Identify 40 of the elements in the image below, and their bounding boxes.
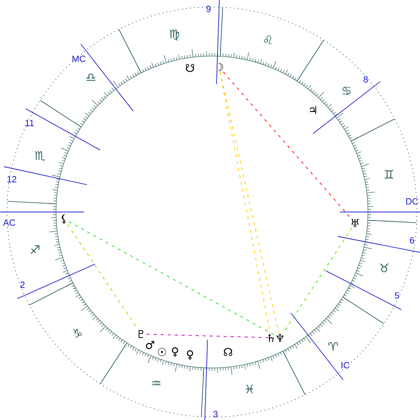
planet-glyph: ⚸ <box>62 214 66 224</box>
planet-glyph: ♅ <box>351 219 359 228</box>
planet-glyph: ☋ <box>186 64 194 72</box>
planet-glyph: ♂ <box>146 340 154 350</box>
zodiac-sign: ♐ <box>30 245 40 254</box>
house-label: 2 <box>20 282 25 288</box>
zodiac-sign: ♓ <box>246 384 254 394</box>
house-label: AC <box>3 219 16 226</box>
aspect-line <box>222 71 352 219</box>
zodiac-sign: ♏ <box>34 151 45 162</box>
house-label: 8 <box>364 76 368 83</box>
planet-glyph: ☊ <box>224 348 232 356</box>
zodiac-sign: ♋ <box>342 86 351 95</box>
planet-glyph: ♀ <box>172 347 178 357</box>
planet-glyph: ☉ <box>158 348 166 356</box>
house-label: DC <box>406 198 418 205</box>
zodiac-sign: ♍ <box>170 30 180 40</box>
house-label: MC <box>72 56 86 62</box>
house-label: 3 <box>213 410 218 418</box>
planet-glyph: ♄ <box>268 334 274 342</box>
house-label: IC <box>342 362 350 368</box>
zodiac-sign: ♎ <box>86 74 96 81</box>
aspect-line <box>146 334 275 338</box>
house-label: 5 <box>394 292 400 299</box>
zodiac-sign: ♊ <box>384 170 394 179</box>
planet-glyph: ♇ <box>138 330 144 338</box>
house-label: 12 <box>7 176 16 182</box>
aspect-line <box>68 221 275 336</box>
zodiac-sign: ♈ <box>328 342 338 351</box>
zodiac-sign: ♒ <box>152 380 160 386</box>
zodiac-sign: ♌ <box>264 36 272 44</box>
house-label: 6 <box>410 237 414 244</box>
house-label: 9 <box>206 6 211 12</box>
planet-glyph: ☽ <box>218 62 224 72</box>
house-label: 11 <box>26 120 34 126</box>
planet-glyph: ♀ <box>186 350 194 360</box>
zodiac-sign: ♑ <box>73 328 82 338</box>
zodiac-sign: ♉ <box>380 264 388 272</box>
planet-glyph: ♆ <box>276 334 284 342</box>
planet-glyph: ♃ <box>310 106 316 114</box>
